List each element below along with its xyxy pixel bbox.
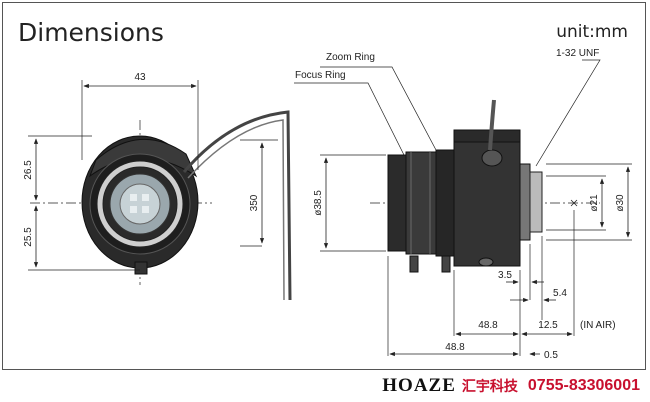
unit-label: unit:mm bbox=[556, 22, 628, 42]
label-thread: 1-32 UNF bbox=[556, 48, 599, 59]
label-focus-ring: Focus Ring bbox=[295, 70, 346, 81]
technical-drawing: 43 26.5 25.5 350 bbox=[23, 48, 632, 361]
dim-5-4-label: 5.4 bbox=[553, 288, 567, 299]
leader-focus-ring bbox=[294, 82, 405, 156]
side-zoom-screw bbox=[441, 255, 451, 273]
side-zoom-ring bbox=[435, 149, 455, 257]
label-zoom-ring: Zoom Ring bbox=[326, 52, 375, 63]
dim-body-dia-label: ø38.5 bbox=[313, 190, 324, 216]
side-focus-ring bbox=[387, 154, 407, 252]
side-mount bbox=[519, 163, 531, 241]
dim-0-5-label: 0.5 bbox=[544, 350, 558, 361]
brand-logo: HOAZE bbox=[382, 375, 456, 396]
leader-zoom-ring bbox=[320, 66, 437, 151]
side-focus-screw bbox=[409, 255, 419, 273]
footer-banner: HOAZE 汇宇科技 0755-83306001 bbox=[0, 372, 650, 400]
dim-upper-height-label: 26.5 bbox=[23, 160, 34, 180]
company-name: 汇宇科技 bbox=[461, 379, 518, 395]
label-in-air: (IN AIR) bbox=[580, 320, 616, 331]
front-focus-knob bbox=[134, 261, 148, 275]
dim-12-5-label: 12.5 bbox=[538, 320, 558, 331]
dim-48-8-outer-label: 48.8 bbox=[445, 342, 465, 353]
dim-width-label: 43 bbox=[134, 72, 146, 83]
leader-thread bbox=[535, 59, 601, 167]
front-lens-inner bbox=[119, 183, 161, 225]
front-cable bbox=[182, 110, 292, 301]
dim-lower-height-label: 25.5 bbox=[23, 227, 34, 247]
drawing-border bbox=[2, 2, 646, 370]
dim-3-5-label: 3.5 bbox=[498, 270, 512, 281]
dim-cable-length-label: 350 bbox=[249, 194, 260, 211]
dim-bore-dia-label: ø21 bbox=[589, 194, 600, 212]
side-view bbox=[294, 59, 632, 357]
dim-48-8-inner-label: 48.8 bbox=[478, 320, 498, 331]
phone-number: 0755-83306001 bbox=[527, 377, 640, 394]
dim-mount-dia-label: ø30 bbox=[615, 194, 626, 212]
front-view bbox=[28, 80, 292, 301]
page-title: Dimensions bbox=[18, 18, 164, 47]
